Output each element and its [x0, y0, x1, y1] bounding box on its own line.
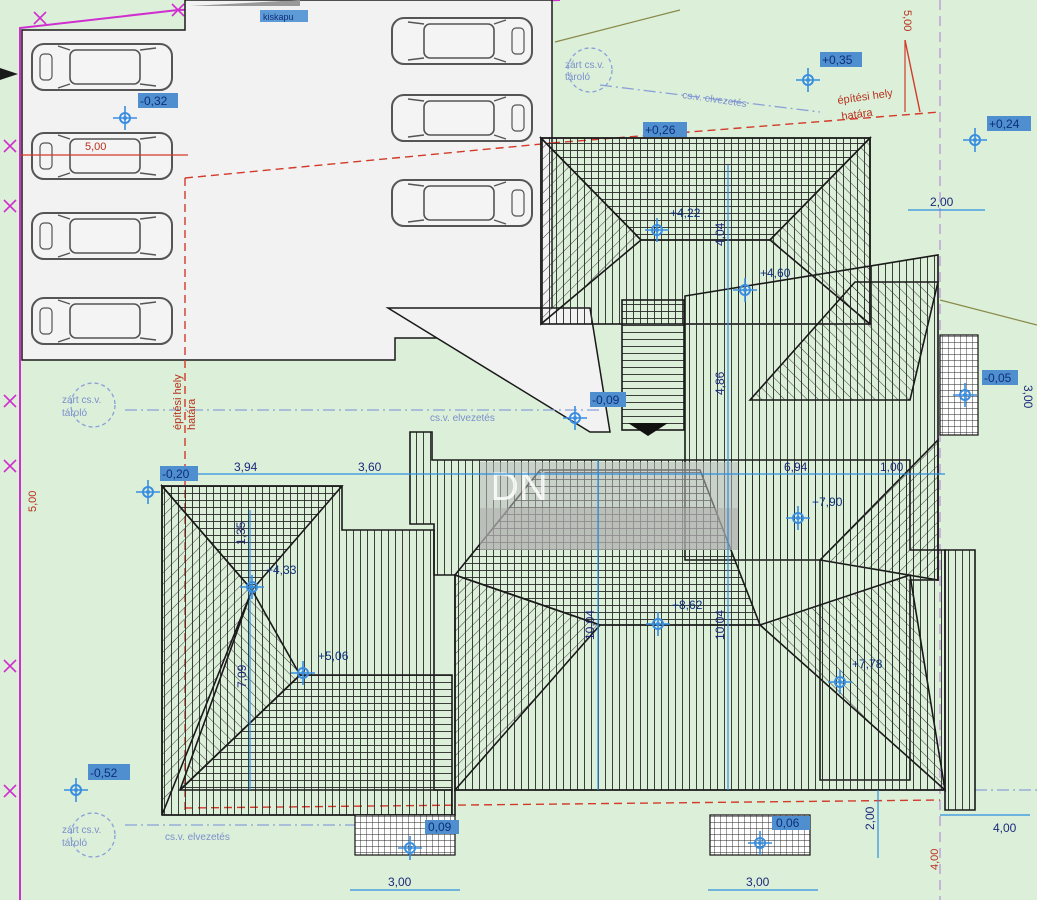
parking-area [0, 0, 611, 433]
septic-label: tároló [62, 408, 87, 419]
dimension-text: 10,04 [713, 610, 727, 640]
parked-car [31, 132, 173, 180]
level-text: -0,05 [984, 371, 1012, 385]
parked-car [31, 297, 173, 345]
dimension-text: 6,94 [784, 460, 808, 474]
watermark: DN [480, 462, 738, 550]
septic-label: tároló [62, 838, 87, 849]
level-text: +5,06 [318, 649, 349, 663]
level-text: +8,62 [672, 598, 703, 612]
dimension-text: 1,00 [880, 460, 904, 474]
level-text: +4,33 [266, 563, 297, 577]
level-text: 0,06 [776, 816, 800, 830]
dimension-text: 5,00 [27, 491, 39, 512]
dimension-text: 4,00 [993, 821, 1017, 835]
dimension-text: 2,00 [863, 806, 877, 830]
parked-car [391, 94, 533, 142]
dimension-text: 3,94 [234, 460, 258, 474]
level-text: +4,22 [670, 206, 701, 220]
building-limit-label: határa [186, 398, 198, 430]
dimension-text: 3,00 [746, 875, 770, 889]
level-text: +0,24 [989, 117, 1020, 131]
building-limit-label: határa [841, 107, 874, 123]
dimension-text: 3,60 [358, 460, 382, 474]
septic-label: zárt cs.v. [62, 395, 101, 406]
level-text: +4,60 [760, 266, 791, 280]
level-text: +7,78 [852, 657, 883, 671]
septic-label: zárt cs.v. [565, 60, 604, 71]
dimension-text: 10,04 [583, 610, 597, 640]
level-text: +7,90 [812, 495, 843, 509]
fence-line [554, 9, 681, 43]
level-text: -0,20 [162, 467, 190, 481]
level-text: +0,26 [645, 123, 676, 137]
entrance-arrow [628, 423, 668, 436]
parked-car [391, 179, 533, 227]
fence-line-right [939, 299, 1037, 326]
dimension-text: 5,00 [901, 10, 913, 31]
sewer-label: cs.v. elvezetés [430, 413, 495, 424]
building-limit-label: építési hely [172, 374, 184, 430]
building-roof [160, 136, 976, 816]
dimension-lines [162, 165, 1030, 891]
dimension-text: 3,00 [1021, 385, 1035, 409]
dimension-text: 4,00 [929, 849, 941, 870]
parked-car [31, 212, 173, 260]
level-text: -0,52 [90, 766, 118, 780]
dimension-texts: 5,00 2,00 3,94 3,60 6,94 1,00 1,35 7,09 … [27, 10, 1035, 889]
dimension-text: 1,35 [234, 521, 248, 545]
gate-label: kiskapu [260, 10, 308, 22]
parked-car [31, 43, 173, 91]
parked-car [391, 17, 533, 65]
dimension-text: 4,04 [713, 222, 727, 246]
level-badges: -0,32 +0,35 +0,24 +0,26 +4,22 +4,60 -0,0… [88, 52, 1031, 834]
dimension-text: 7,09 [235, 664, 249, 688]
dimension-text: 2,00 [930, 195, 954, 209]
dimension-text: 3,00 [388, 875, 412, 889]
level-text: -0,32 [140, 94, 168, 108]
utility-lines [125, 84, 1037, 826]
septic-label: tároló [565, 72, 590, 83]
septic-tanks [70, 47, 613, 858]
dimension-text: 5,00 [85, 141, 106, 153]
level-text: 0,09 [428, 820, 452, 834]
watermark-text: DN [490, 465, 548, 509]
dimension-text: 4,86 [713, 371, 727, 395]
septic-label: zárt cs.v. [62, 825, 101, 836]
level-text: +0,35 [822, 53, 853, 67]
sewer-label: cs.v. elvezetés [165, 832, 230, 843]
level-text: -0,09 [592, 393, 620, 407]
gate-label-text: kiskapu [263, 12, 294, 22]
